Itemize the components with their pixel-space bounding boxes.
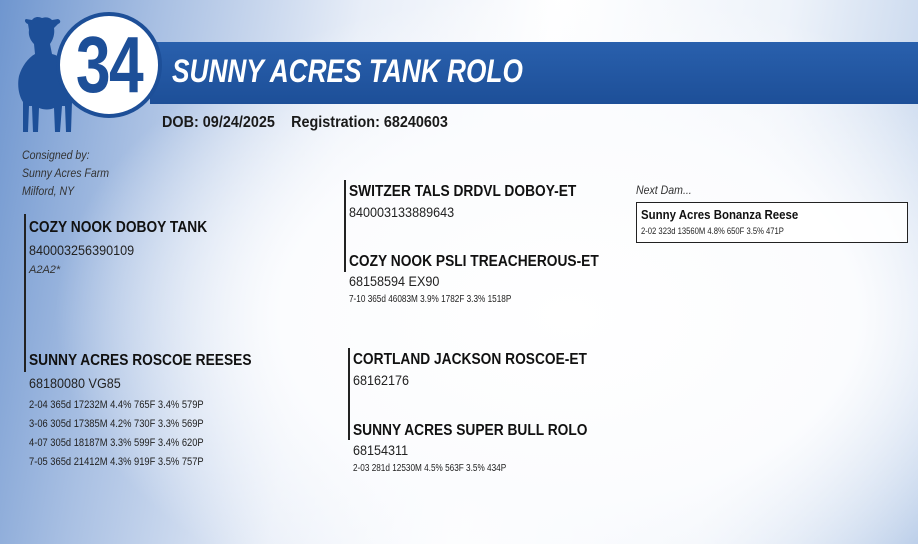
sire-registration: 840003256390109 [29, 242, 135, 258]
dam-dam-registration: 68154311 [353, 442, 409, 458]
pedigree-line-sire [24, 214, 26, 372]
pedigree-line-sire-side [344, 180, 346, 272]
sire-dam-name: COZY NOOK PSLI TREACHEROUS-ET [349, 253, 599, 270]
sire-name: COZY NOOK DOBOY TANK [29, 219, 208, 236]
pedigree-line-dam-side [348, 348, 350, 440]
dam-sire-registration: 68162176 [353, 372, 410, 388]
lot-number-badge: 34 [56, 12, 162, 118]
sire-sire-registration: 840003133889643 [349, 204, 455, 220]
dam-record: 4-07 305d 18187M 3.3% 599F 3.4% 620P [29, 437, 204, 449]
cow-silhouette-icon [18, 16, 75, 133]
next-dam-box: Sunny Acres Bonanza Reese 2-02 323d 1356… [636, 202, 908, 243]
dam-record: 2-04 365d 17232M 4.4% 765F 3.4% 579P [29, 399, 204, 411]
next-dam-record: 2-02 323d 13560M 4.8% 650F 3.5% 471P [641, 226, 784, 236]
dam-registration: 68180080 VG85 [29, 375, 121, 391]
registration-text: Registration: 68240603 [291, 114, 448, 131]
dam-dam-name: SUNNY ACRES SUPER BULL ROLO [353, 422, 588, 439]
dam-sire-name: CORTLAND JACKSON ROSCOE-ET [353, 351, 587, 368]
next-dam-name: Sunny Acres Bonanza Reese [641, 207, 799, 222]
sire-dam-record: 7-10 365d 46083M 3.9% 1782F 3.3% 1518P [349, 294, 512, 305]
animal-name-title: SUNNY ACRES TANK ROLO [172, 53, 523, 89]
consigner-farm: Sunny Acres Farm [22, 166, 110, 180]
dob-text: DOB: 09/24/2025 [162, 114, 275, 131]
dob-registration-line: DOB: 09/24/2025 Registration: 68240603 [162, 114, 448, 132]
consigner-location: Milford, NY [22, 184, 75, 198]
next-dam-label: Next Dam... [636, 183, 692, 197]
dam-dam-record: 2-03 281d 12530M 4.5% 563F 3.5% 434P [353, 463, 507, 474]
consigned-label: Consigned by: [22, 148, 90, 162]
dam-name: SUNNY ACRES ROSCOE REESES [29, 352, 252, 369]
dam-record: 7-05 365d 21412M 4.3% 919F 3.5% 757P [29, 456, 204, 468]
sire-sire-name: SWITZER TALS DRDVL DOBOY-ET [349, 183, 577, 200]
dam-record: 3-06 305d 17385M 4.2% 730F 3.3% 569P [29, 418, 204, 430]
sire-genetic-note: A2A2* [29, 264, 61, 276]
title-banner: SUNNY ACRES TANK ROLO [150, 42, 918, 104]
consigner-info: Consigned by: Sunny Acres Farm Milford, … [22, 146, 109, 200]
lot-number: 34 [75, 20, 144, 109]
sire-dam-registration: 68158594 EX90 [349, 273, 440, 289]
